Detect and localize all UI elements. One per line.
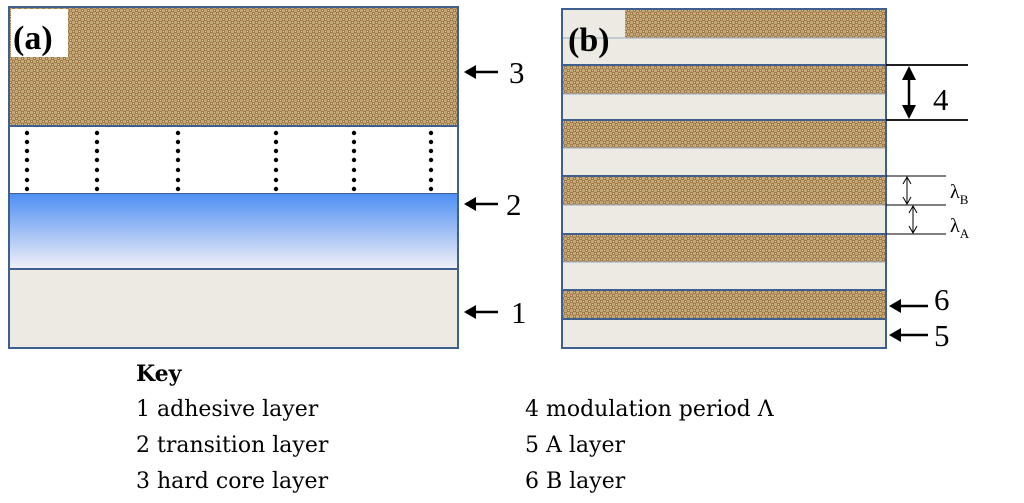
a-layer (562, 205, 886, 234)
callout-2: 2 (506, 187, 522, 222)
panel-b-outline (561, 8, 887, 349)
b-layer (562, 176, 886, 205)
dot-column (351, 130, 357, 192)
lambda-a-label: λA (950, 215, 970, 241)
panel-a-label: (a) (13, 20, 53, 57)
dot-column (175, 130, 181, 192)
dot-columns (24, 130, 434, 192)
key-item-transition: 2 transition layer (136, 433, 329, 458)
callout-3: 3 (509, 55, 525, 90)
lambda-b-marker (886, 175, 946, 206)
modulation-period-marker (886, 64, 968, 121)
callout-4: 4 (933, 82, 949, 117)
callout-arrow-5 (889, 328, 928, 342)
callout-1: 1 (511, 295, 527, 330)
panel-a-label-bg (11, 9, 68, 57)
lambda-b-label: λB (950, 181, 969, 207)
adhesive-layer (8, 268, 459, 349)
dot-column (428, 130, 434, 192)
panel-b-label: (b) (568, 22, 610, 59)
panel-a-outline (8, 6, 459, 349)
callout-arrow-3 (464, 65, 498, 79)
a-layer (562, 94, 886, 120)
b-layer (562, 120, 886, 148)
b-layer (562, 65, 886, 94)
key-item-modulation-period: 4 modulation period Λ (525, 397, 774, 422)
b-layer (562, 290, 886, 319)
a-layer (562, 148, 886, 176)
key-legend: Key 1 adhesive layer 2 transition layer … (136, 361, 856, 501)
dot-column (24, 130, 30, 192)
hard-core-layer (8, 6, 459, 127)
callout-5: 5 (934, 318, 950, 353)
key-title: Key (136, 361, 182, 387)
panel-b: (b) 4 λB λA (561, 8, 970, 353)
panel-a: (a) 3 2 1 (8, 6, 527, 349)
callout-arrow-1 (464, 305, 498, 319)
callout-6: 6 (934, 282, 950, 317)
dotted-region (8, 125, 459, 195)
key-item-a-layer: 5 A layer (525, 433, 625, 458)
lambda-a-marker (886, 204, 946, 235)
key-item-b-layer: 6 B layer (525, 469, 626, 494)
b-layer (562, 234, 886, 262)
dot-column (273, 130, 279, 192)
a-layer (562, 262, 886, 290)
callout-arrow-6 (889, 299, 928, 313)
transition-layer (9, 194, 458, 269)
layer-inner-edges (562, 37, 886, 263)
key-right-column: 4 modulation period Λ 5 A layer 6 B laye… (525, 395, 774, 503)
key-left-column: 1 adhesive layer 2 transition layer 3 ha… (136, 395, 328, 503)
b-layer (625, 9, 886, 38)
key-item-hard-core: 3 hard core layer (136, 469, 329, 494)
a-layer (562, 38, 886, 65)
callout-arrow-2 (464, 197, 498, 211)
layer-boundaries (562, 64, 886, 320)
a-layer (562, 319, 886, 348)
key-item-adhesive: 1 adhesive layer (136, 397, 319, 422)
dot-column (94, 130, 100, 192)
